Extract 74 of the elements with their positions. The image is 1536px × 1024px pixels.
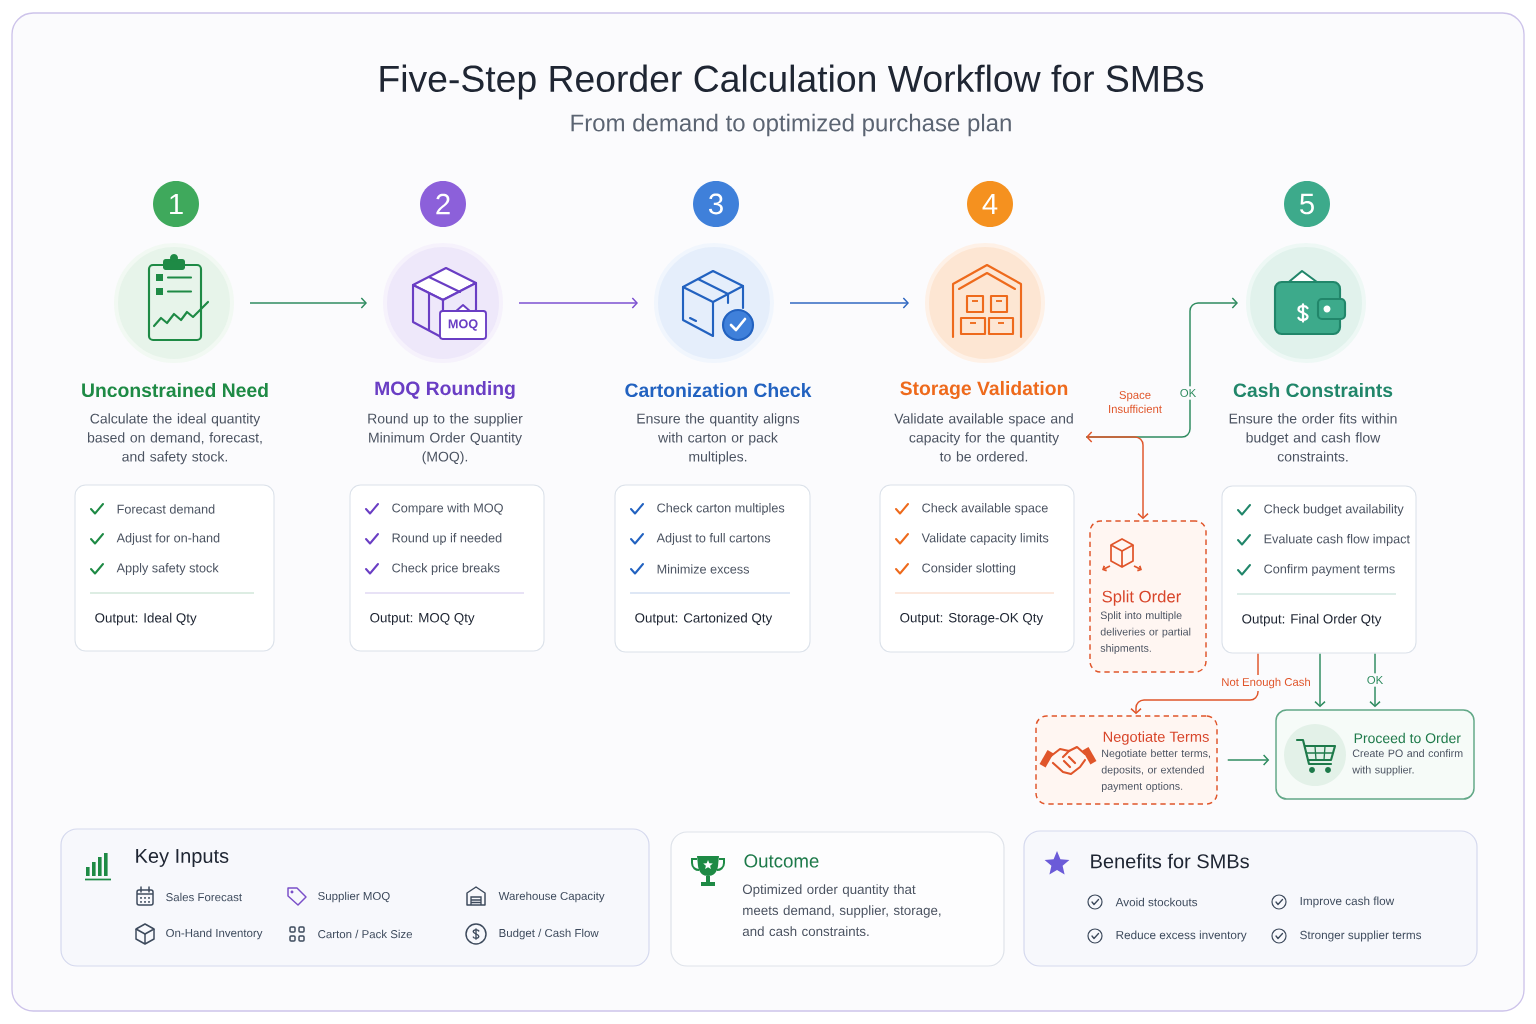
checklist-item: Round up if needed (392, 533, 502, 545)
arrow (518, 297, 638, 309)
checklist-item: Check carton multiples (657, 503, 785, 515)
edge-label: OK (1177, 386, 1199, 400)
outcome-text: Optimized order quantity that meets demand, supplier, storage, and cash constraints. (742, 884, 941, 937)
step-title: Cartonization Check (625, 382, 812, 398)
panel-title: Outcome (744, 854, 819, 868)
checklist-item: Compare with MOQ (392, 503, 503, 515)
arrow (1314, 653, 1326, 708)
input-item: Budget / Cash Flow (499, 928, 599, 940)
tag-label: MOQ (439, 304, 487, 340)
box-check-icon (654, 243, 774, 363)
checklist-item: Check available space (922, 503, 1048, 515)
input-item: Sales Forecast (166, 892, 242, 902)
output-label: Output: MOQ Qty (370, 612, 475, 626)
output-label: Output: Storage-OK Qty (900, 612, 1044, 626)
number-badge: 1 (153, 181, 199, 227)
step-title: MOQ Rounding (375, 380, 515, 400)
step-description: Calculate the ideal quantity based on demand, forecast, and safety stock. (87, 413, 262, 465)
checklist-item: Evaluate cash flow impact (1264, 534, 1410, 546)
clipboard-icon (114, 243, 234, 363)
step-title: Unconstrained Need (82, 382, 268, 398)
box-title: Split Order (1102, 590, 1181, 606)
warehouse-icon (925, 243, 1045, 363)
checklist-item: Adjust to full cartons (656, 533, 771, 545)
checklist-item: Consider slotting (922, 563, 1016, 575)
step-title: Storage Validation (900, 380, 1068, 400)
edge-label: OK (1364, 673, 1386, 687)
output-label: Output: Final Order Qty (1242, 613, 1382, 627)
arrow (1227, 754, 1270, 766)
input-item: Supplier MOQ (318, 891, 390, 903)
checklist-item: Check price breaks (392, 563, 500, 575)
arrow (789, 297, 909, 309)
benefit-item: Reduce excess inventory (1116, 930, 1247, 942)
number-badge: 5 (1284, 181, 1330, 227)
checklist-item: Forecast demand (117, 504, 215, 514)
benefit-item: Improve cash flow (1300, 896, 1395, 908)
checklist-item: Minimize excess (657, 564, 750, 574)
output-label: Output: Ideal Qty (95, 612, 197, 626)
subtitle: From demand to optimized purchase plan (571, 113, 1011, 137)
step-description: Ensure the order fits within budget and cash flow constraints. (1229, 413, 1397, 462)
arrow (1369, 653, 1381, 708)
step-description: Validate available space and capacity for the quantity to be ordered. (894, 413, 1073, 462)
checklist-item: Adjust for on-hand (116, 533, 220, 545)
checklist-item: Validate capacity limits (921, 533, 1049, 545)
arrow (249, 297, 367, 309)
title: Five-Step Reorder Calculation Workflow for SMBs (380, 64, 1204, 100)
output-label: Output: Cartonized Qty (635, 612, 773, 626)
step-title: Cash Constraints (1233, 382, 1393, 398)
step-description: Ensure the quantity aligns with carton or pack multiples. (637, 413, 800, 465)
step-description: Round up to the supplier Minimum Order Quantity (MOQ). (368, 413, 523, 465)
arrow (1086, 431, 1149, 520)
benefit-item: Avoid stockouts (1115, 897, 1198, 907)
box-description: Split into multiple deliveries or partial shipments. (1100, 611, 1191, 654)
box-description: Negotiate better terms, deposits, or extended payment options. (1101, 749, 1210, 792)
number-badge: 3 (693, 181, 739, 227)
box-title: Negotiate Terms (1103, 731, 1209, 745)
arrow (1130, 653, 1259, 715)
edge-label: Not Enough Cash (1218, 675, 1314, 691)
input-item: Warehouse Capacity (498, 891, 605, 903)
box-title: Proceed to Order (1354, 732, 1461, 744)
panel-title: Benefits for SMBs (1091, 853, 1249, 869)
number-badge: 2 (420, 181, 466, 227)
box-description: Create PO and confirm with supplier. (1352, 749, 1463, 776)
wallet-icon (1246, 243, 1366, 363)
checklist-item: Apply safety stock (116, 563, 219, 575)
checklist-item: Confirm payment terms (1264, 564, 1395, 576)
input-item: On-Hand Inventory (166, 928, 263, 940)
input-item: Carton / Pack Size (318, 929, 413, 939)
number-badge: 4 (967, 181, 1013, 227)
benefit-item: Stronger supplier terms (1300, 930, 1422, 942)
edge-label: Space Insufficient (1097, 388, 1173, 416)
panel-title: Key Inputs (136, 849, 229, 867)
checklist-item: Check budget availability (1264, 504, 1404, 516)
